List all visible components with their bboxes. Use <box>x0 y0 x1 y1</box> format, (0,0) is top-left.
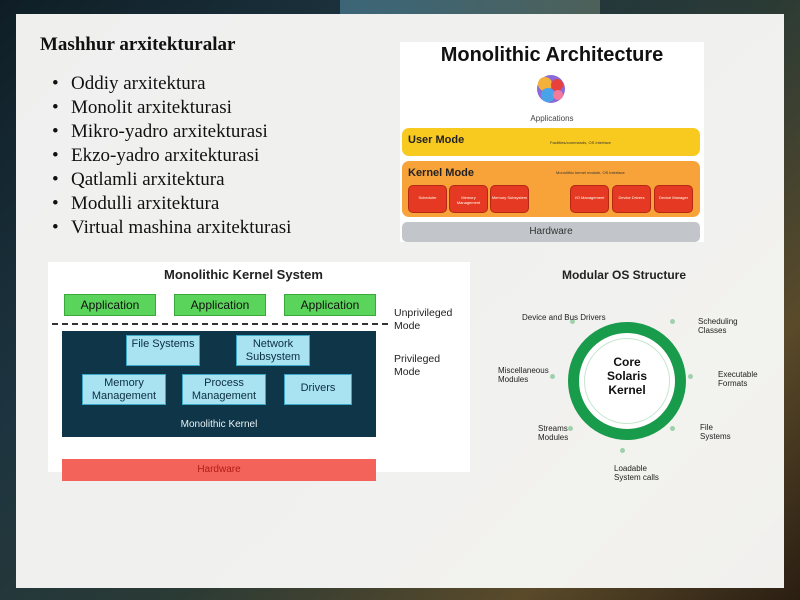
hardware-layer: Hardware <box>402 222 700 242</box>
figure-title: Monolithic Architecture <box>440 44 664 66</box>
application-box: Application <box>284 294 376 316</box>
user-mode-label: User Mode <box>408 134 465 146</box>
module-label: Loadable System calls <box>614 464 659 482</box>
module-label: Streams Modules <box>538 424 569 442</box>
figure-title: Modular OS Structure <box>561 268 686 282</box>
kernel-mode-note: Monolithic kernel module, OS interface <box>556 170 625 175</box>
module-label: Device and Bus Drivers <box>522 313 606 322</box>
application-box: Application <box>64 294 156 316</box>
connector-dot <box>568 426 573 431</box>
list-item: Ekzo-yadro arxitekturasi <box>52 144 291 168</box>
kernel-mode-label: Kernel Mode <box>408 167 475 179</box>
monolithic-architecture-figure: Monolithic Architecture Applications Use… <box>400 42 704 242</box>
architecture-list: Oddiy arxitektura Monolit arxitekturasi … <box>52 72 291 240</box>
kernel-component: Device Manager <box>654 185 693 213</box>
kernel-component: I/O Management <box>570 185 609 213</box>
applications-icon <box>537 75 565 103</box>
module-label: Miscellaneous Modules <box>498 366 549 384</box>
module-label: File Systems <box>700 423 731 441</box>
kernel-mode-layer: Kernel Mode Monolithic kernel module, OS… <box>402 161 700 217</box>
kernel-component: Memory Subsystem <box>490 185 529 213</box>
monolithic-kernel-system-figure: Monolithic Kernel System Application App… <box>48 262 470 481</box>
applications-label: Applications <box>530 114 574 123</box>
memory-management-box: Memory Management <box>82 374 166 405</box>
user-mode-note: Facilities/commands, OS Interface <box>550 140 611 145</box>
kernel-component: Device Drivers <box>612 185 651 213</box>
list-item: Monolit arxitekturasi <box>52 96 291 120</box>
module-label: Executable Formats <box>718 370 758 388</box>
monolithic-kernel-block: File Systems Network Subsystem Memory Ma… <box>62 331 376 437</box>
figure-title: Monolithic Kernel System <box>164 267 323 282</box>
list-item: Mikro-yadro arxitekturasi <box>52 120 291 144</box>
kernel-component: Scheduler <box>408 185 447 213</box>
background-decoration <box>340 0 600 14</box>
mode-divider <box>52 323 388 325</box>
hardware-layer: Hardware <box>62 459 376 481</box>
privileged-mode-label: Privileged Mode <box>394 353 441 378</box>
file-systems-box: File Systems <box>126 335 200 366</box>
monolithic-kernel-label: Monolithic Kernel <box>180 419 258 430</box>
list-item: Virtual mashina arxitekturasi <box>52 216 291 240</box>
unprivileged-mode-label: Unprivileged Mode <box>394 307 453 332</box>
connector-dot <box>670 319 675 324</box>
connector-dot <box>570 319 575 324</box>
connector-dot <box>688 374 693 379</box>
slide-title: Mashhur arxitekturalar <box>40 34 236 55</box>
list-item: Oddiy arxitektura <box>52 72 291 96</box>
network-subsystem-box: Network Subsystem <box>236 335 310 366</box>
connector-dot <box>670 426 675 431</box>
connector-dot <box>620 448 625 453</box>
drivers-box: Drivers <box>284 374 352 405</box>
slide: Mashhur arxitekturalar Oddiy arxitektura… <box>16 14 784 588</box>
list-item: Modulli arxitektura <box>52 192 291 216</box>
list-item: Qatlamli arxitektura <box>52 168 291 192</box>
user-mode-layer: User Mode Facilities/commands, OS Interf… <box>402 128 700 156</box>
process-management-box: Process Management <box>182 374 266 405</box>
kernel-component: Memory Management <box>449 185 488 213</box>
module-label: Scheduling Classes <box>698 317 738 335</box>
application-box: Application <box>174 294 266 316</box>
connector-dot <box>550 374 555 379</box>
